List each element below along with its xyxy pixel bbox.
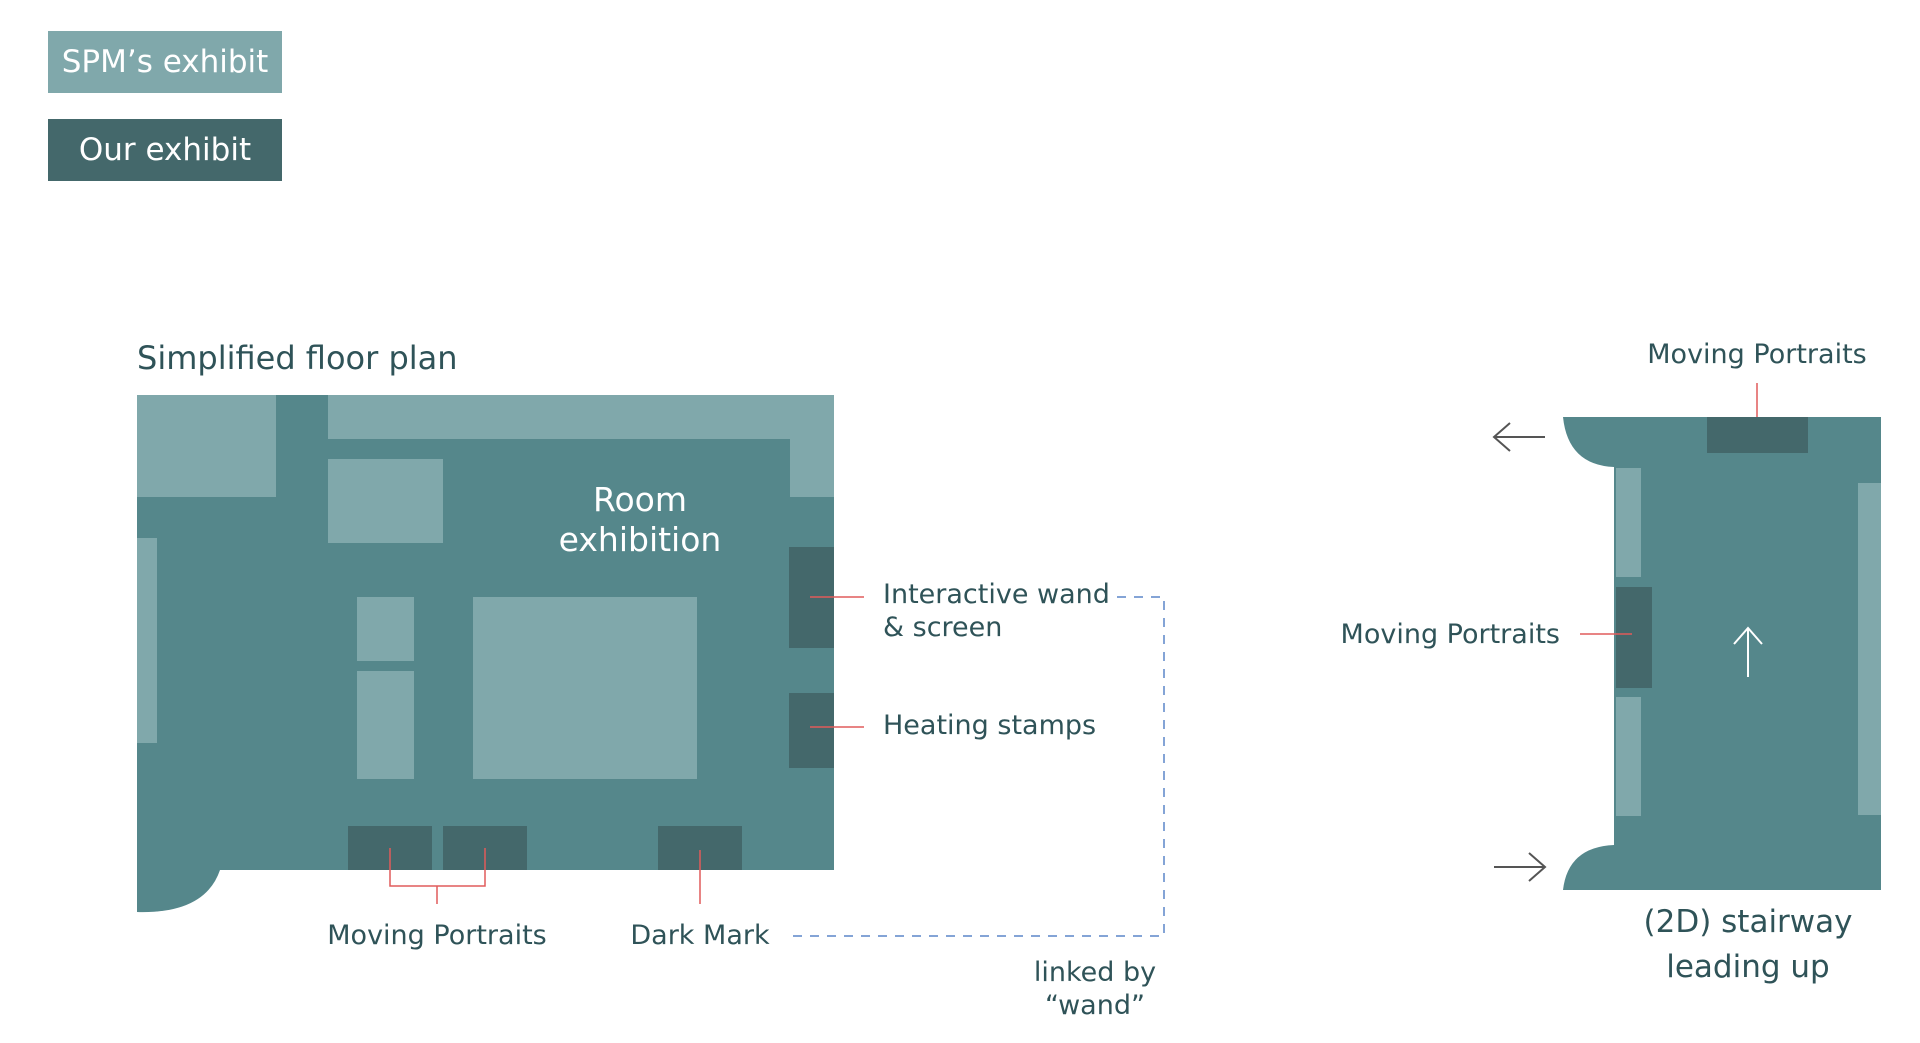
stair-our-portraits-top: [1707, 417, 1808, 453]
label-heating: Heating stamps: [883, 710, 1096, 741]
label-linked-line2: “wand”: [1045, 990, 1145, 1021]
room-label-line1: Room: [593, 480, 687, 519]
spm-exhibit-left-wall: [137, 538, 157, 743]
our-exhibit-heating: [789, 693, 834, 768]
floor-plan-leaders: [389, 596, 864, 904]
label-stair-portraits-top: Moving Portraits: [1647, 339, 1866, 370]
stairway-caption-line2: leading up: [1666, 949, 1829, 985]
spm-exhibit-top-right: [790, 395, 834, 497]
label-wand-line1: Interactive wand: [883, 579, 1110, 610]
stairway-floor: [1563, 417, 1881, 890]
exit-arrow-icon: [1492, 422, 1545, 452]
stairway-caption-line1: (2D) stairway: [1644, 904, 1853, 940]
label-dark-mark: Dark Mark: [630, 920, 770, 951]
spm-exhibit-small-block: [328, 459, 443, 543]
legend-ours-swatch: [48, 119, 282, 181]
spm-exhibit-top-band: [328, 395, 834, 439]
stairway-leaders: [1580, 383, 1758, 635]
stair-spm-right: [1858, 483, 1881, 815]
label-stair-portraits-left: Moving Portraits: [1341, 619, 1560, 650]
floor-plan-title: Simplified floor plan: [137, 339, 458, 377]
label-portraits-bottom: Moving Portraits: [327, 920, 546, 951]
spm-exhibit-column-lower: [357, 671, 414, 779]
room-label-line2: exhibition: [559, 520, 722, 559]
stairway: [1563, 417, 1881, 890]
up-arrow-icon: [1733, 626, 1763, 677]
wand-link-line: [790, 596, 1165, 937]
entry-arrow-icon: [1494, 852, 1547, 882]
stair-spm-left-upper: [1616, 468, 1641, 577]
spm-exhibit-center-block: [473, 597, 697, 779]
legend-spm-label: SPM’s exhibit: [62, 44, 269, 80]
label-wand-line2: & screen: [883, 612, 1002, 643]
legend-spm-swatch: [48, 31, 282, 93]
spm-exhibit-top-left: [137, 395, 276, 497]
stair-spm-left-lower: [1616, 697, 1641, 816]
stair-our-portraits-left: [1616, 587, 1652, 688]
spm-exhibit-column-upper: [357, 597, 414, 661]
legend-ours-label: Our exhibit: [79, 132, 251, 168]
floor-plan: Room exhibition: [137, 395, 834, 913]
floor-corner: [137, 860, 220, 913]
label-linked-line1: linked by: [1034, 957, 1156, 988]
legend: SPM’s exhibit Our exhibit: [48, 31, 282, 181]
